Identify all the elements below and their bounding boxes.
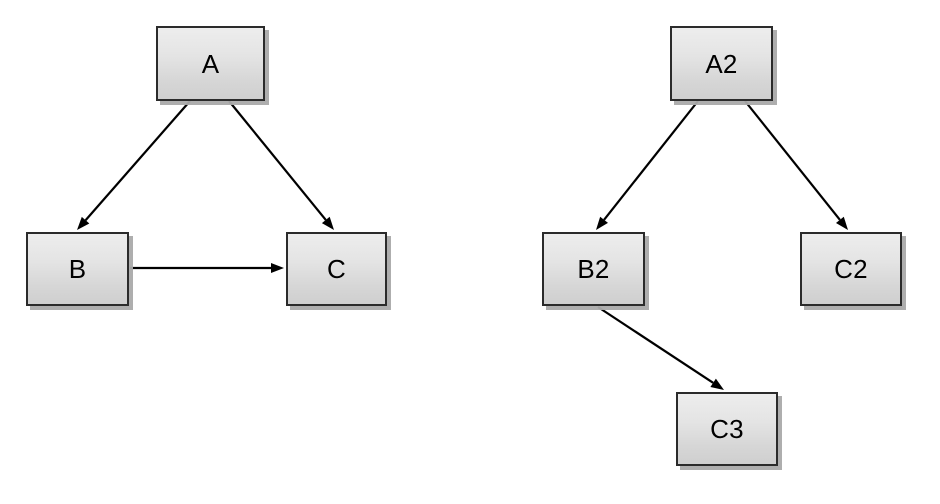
arrowhead [77,216,90,230]
node-a[interactable]: A [156,26,265,101]
edge-line [228,100,327,221]
edge-a2-to-b2 [596,100,699,230]
node-b2[interactable]: B2 [542,232,645,306]
node-label: A [201,48,220,79]
edge-line [603,100,699,221]
arrowhead [710,378,724,390]
edge-a-to-b [77,100,191,230]
node-b[interactable]: B [26,232,129,306]
node-label: C2 [834,254,868,284]
node-label: C [327,254,346,284]
edge-line [84,100,191,221]
node-label: A2 [705,48,738,79]
node-c3[interactable]: C3 [676,392,778,466]
edge-line [744,100,841,221]
node-a2[interactable]: A2 [670,26,773,101]
arrowhead [596,216,608,230]
arrowhead [271,263,284,273]
edge-a-to-c [228,100,334,230]
edge-line [597,306,714,384]
node-label: C3 [710,414,744,444]
node-label: B [68,254,87,284]
node-c[interactable]: C [286,232,387,306]
edge-b-to-c [130,263,284,273]
node-label: B2 [577,254,610,284]
edge-a2-to-c2 [744,100,848,230]
arrowhead [321,216,334,230]
edge-b2-to-c3 [597,306,724,390]
node-c2[interactable]: C2 [800,232,902,306]
arrowhead [835,216,848,230]
